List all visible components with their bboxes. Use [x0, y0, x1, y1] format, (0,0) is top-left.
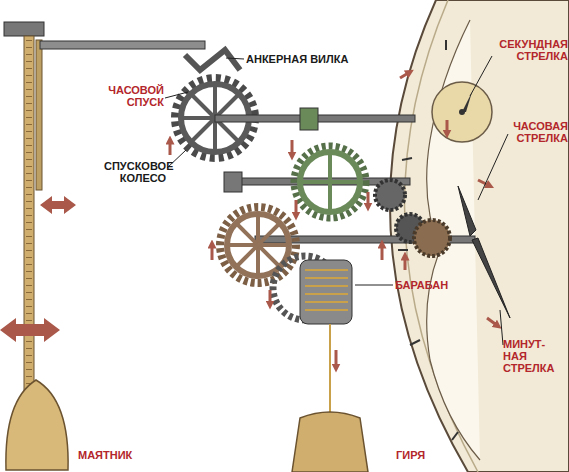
motion-arrow — [478, 180, 490, 186]
pinion — [224, 172, 242, 192]
motion-arrow — [381, 244, 384, 260]
cord-turn — [305, 285, 348, 287]
cord — [329, 324, 331, 412]
spoke — [236, 223, 280, 267]
motion-arrow — [169, 140, 172, 155]
tick — [410, 340, 420, 345]
motion-arrow — [269, 290, 272, 305]
spoke — [236, 223, 280, 267]
leader-line — [500, 310, 503, 345]
motion-arrow — [400, 72, 410, 78]
cord-turn — [305, 301, 348, 303]
leader-lines — [165, 56, 508, 345]
pendulum-swing-arrows — [0, 196, 76, 342]
part-label: ГИРЯ — [396, 449, 456, 461]
swing-arrow — [40, 196, 76, 214]
gear-spokes — [300, 152, 360, 212]
small-gear — [414, 220, 450, 256]
anchor-shaft — [40, 41, 205, 49]
pendulum-rod — [24, 36, 34, 396]
motion-arrow — [211, 244, 214, 260]
motion-arrow — [291, 140, 294, 156]
motion-arrow — [367, 192, 370, 207]
leader-line — [167, 150, 186, 168]
pendulum-bob — [6, 380, 68, 470]
motion-arrows — [170, 72, 498, 368]
part-label: МИНУТ- НАЯ СТРЕЛКА — [503, 338, 565, 374]
motion-arrow — [487, 318, 498, 326]
weight — [292, 412, 368, 472]
tick — [398, 249, 408, 251]
drum-cord — [305, 270, 348, 412]
part-label: ЧАСОВАЯ СТРЕЛКА — [508, 120, 568, 144]
tick — [452, 432, 458, 440]
drum — [300, 260, 352, 324]
leader-line — [165, 92, 188, 98]
cord-turn — [305, 269, 348, 271]
swing-arrow — [0, 318, 60, 342]
part-label: ЧАСОВОЙ СПУСК — [100, 84, 164, 108]
minute-hand — [472, 238, 510, 318]
small-gear — [375, 180, 405, 210]
dial-face — [390, 0, 569, 472]
part-label: АНКЕРНАЯ ВИЛКА — [246, 53, 366, 65]
tick — [445, 40, 447, 50]
spoke — [328, 152, 332, 212]
leader-line — [226, 58, 244, 59]
cord-turn — [305, 293, 348, 295]
gear-teeth — [220, 207, 296, 283]
hour-hand — [458, 186, 476, 236]
seconds-subdial — [432, 82, 492, 142]
part-label: СПУСКОВОЕ КОЛЕСО — [104, 160, 166, 184]
tick — [402, 158, 412, 160]
gear-rim — [300, 152, 360, 212]
anchor-fork — [185, 50, 240, 70]
hand-pivot — [459, 109, 465, 115]
leader-line — [478, 134, 508, 200]
cord-turn — [305, 309, 348, 311]
part-label: МАЯТНИК — [78, 449, 158, 461]
cord-turn — [305, 277, 348, 279]
part-label: СЕКУНДНАЯ СТРЕЛКА — [482, 38, 568, 62]
leader-line — [355, 285, 393, 286]
rod-ticks — [26, 40, 32, 390]
motion-arrow — [446, 120, 449, 134]
crutch — [36, 40, 42, 190]
pendulum-mount — [4, 22, 44, 36]
part-label: БАРАБАН — [395, 279, 465, 291]
gear-teeth — [294, 146, 366, 218]
motion-arrow — [335, 350, 338, 368]
motion-arrow — [404, 256, 407, 270]
motion-arrow — [295, 200, 298, 216]
leader-line — [470, 56, 492, 96]
pinion — [300, 108, 318, 130]
